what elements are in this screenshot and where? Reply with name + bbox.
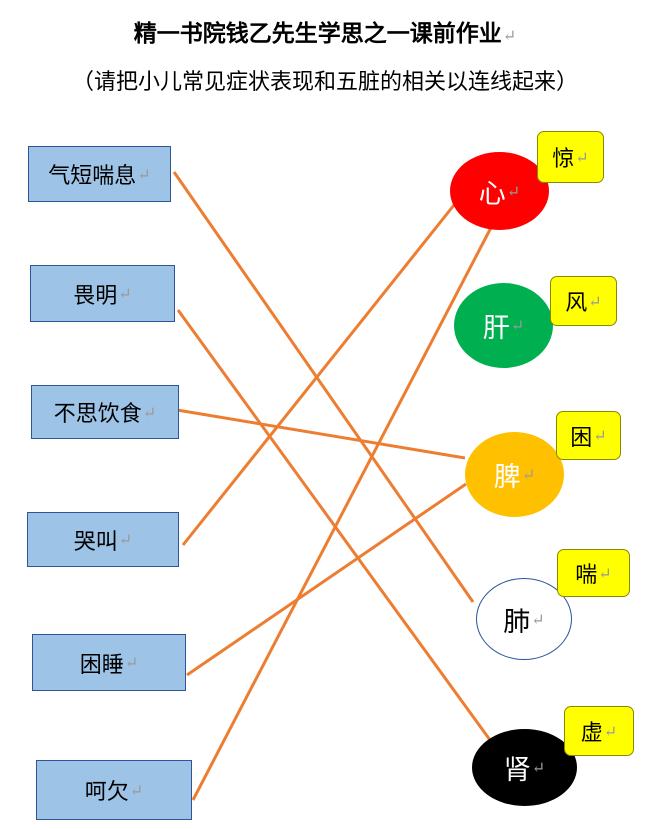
page-subtitle: （请把小儿常见症状表现和五脏的相关以连线起来） xyxy=(71,70,578,95)
tag-heart: 惊↵ xyxy=(537,131,604,183)
connection-line xyxy=(191,217,498,801)
symptom-box-crying: 哭叫↵ xyxy=(27,512,179,567)
connection-line xyxy=(186,482,467,677)
tag-spleen: 困↵ xyxy=(556,411,621,460)
symptom-box-no-appetite: 不思饮食↵ xyxy=(31,385,179,439)
connection-line xyxy=(172,171,475,603)
page-title: 精一书院钱乙先生学思之一课前作业↵ xyxy=(133,20,517,47)
organ-liver-circle: 肝↵ xyxy=(454,283,553,368)
tag-lung: 喘↵ xyxy=(557,549,630,597)
connection-line xyxy=(176,408,466,460)
connection-line xyxy=(176,309,492,741)
tag-liver: 风↵ xyxy=(550,276,617,326)
symptom-box-shortness-of-breath: 气短喘息↵ xyxy=(28,146,171,202)
organ-heart-circle: 心↵ xyxy=(450,152,549,230)
organ-lung-circle: 肺↵ xyxy=(476,578,572,660)
connection-line xyxy=(181,199,460,546)
symptom-box-photophobia: 畏明↵ xyxy=(30,265,175,322)
symptom-box-yawning: 呵欠↵ xyxy=(36,760,192,820)
organ-kidney-circle: 肾↵ xyxy=(472,729,577,806)
organ-spleen-circle: 脾↵ xyxy=(465,432,564,517)
symptom-box-sleepy: 困睡↵ xyxy=(32,634,186,691)
tag-kidney: 虚↵ xyxy=(564,706,634,756)
